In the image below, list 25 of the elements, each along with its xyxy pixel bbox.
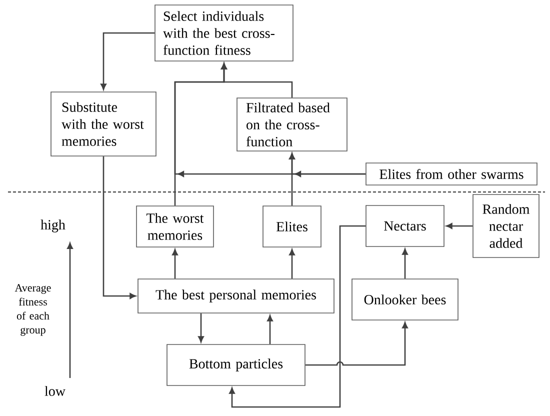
process-box: Substitute with the worst memories <box>50 92 156 156</box>
process-box: Filtrated based on the cross-function <box>236 98 348 152</box>
arrow <box>402 248 408 279</box>
process-box: The worst memories <box>136 206 214 248</box>
arrow <box>174 63 366 177</box>
process-box: Onlooker bees <box>352 278 458 320</box>
scale-label: high <box>40 220 66 232</box>
arrow <box>267 315 273 344</box>
arrow <box>446 223 473 229</box>
arrow <box>172 249 178 279</box>
axis-title: Average fitness of each group <box>14 284 51 336</box>
scale-label: low <box>44 386 66 396</box>
arrow <box>229 225 366 408</box>
process-box: The best personal memories <box>138 278 334 314</box>
process-box: Bottom particles <box>166 344 306 386</box>
process-box: Random nectar added <box>472 194 540 258</box>
process-box: Elites from other swarms <box>366 162 538 186</box>
arrow <box>198 313 204 342</box>
arrow <box>305 322 408 366</box>
process-box: Nectars <box>366 205 444 247</box>
process-box: Select individuals with the best cross-function fitness <box>154 4 294 62</box>
arrow <box>289 249 295 279</box>
arrow <box>102 156 136 299</box>
process-box: Elites <box>262 206 322 248</box>
arrow <box>100 32 155 90</box>
